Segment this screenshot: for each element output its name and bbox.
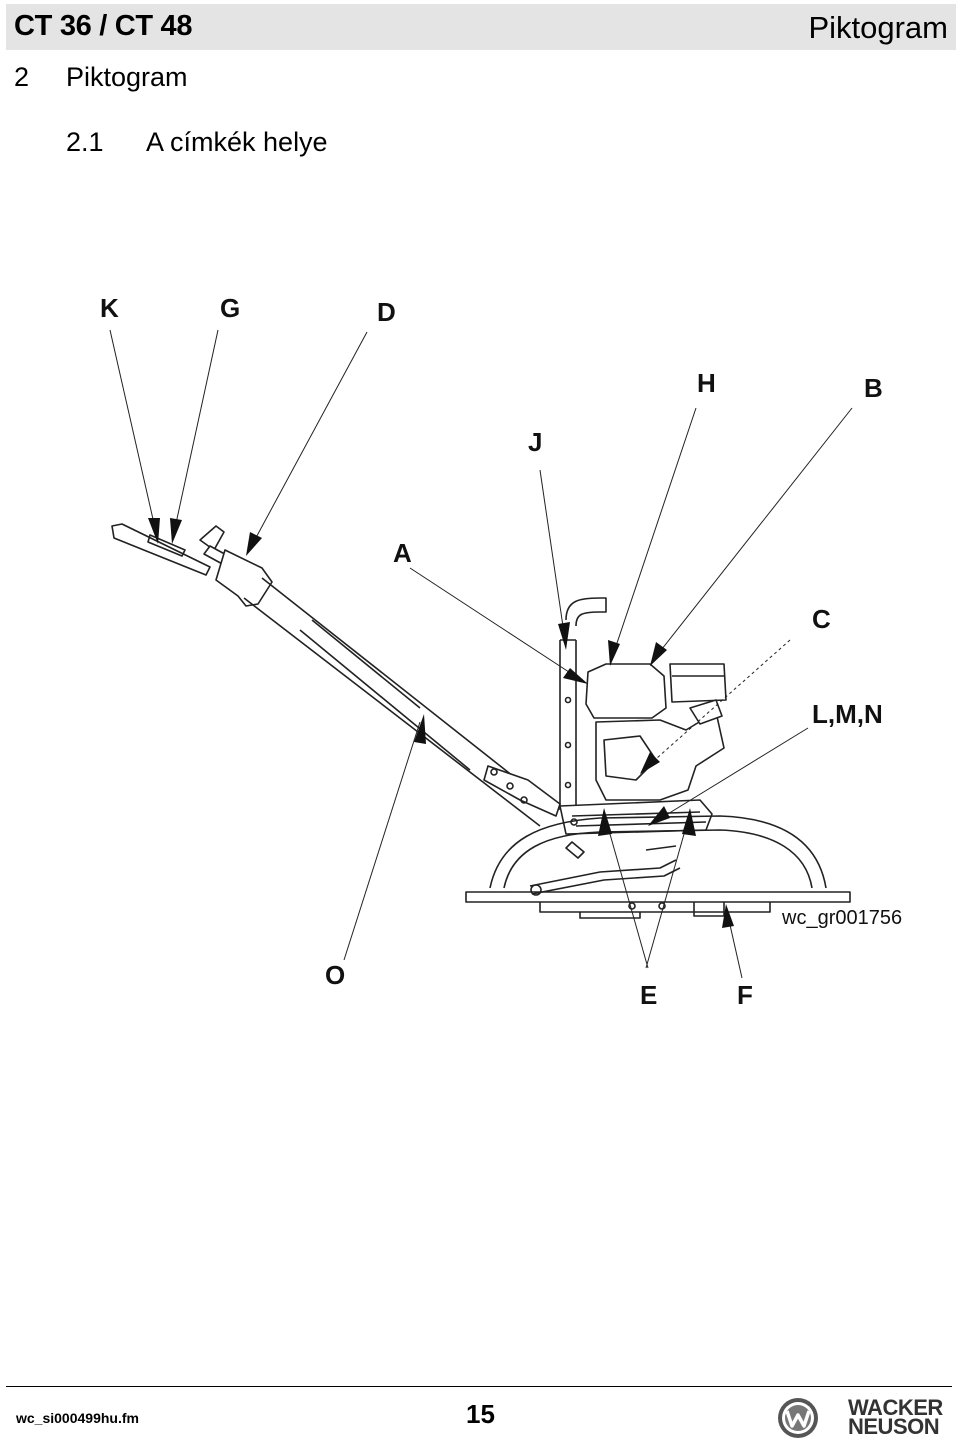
footer-rule [6,1386,952,1387]
header-product: CT 36 / CT 48 [14,10,193,42]
arrowhead-g [170,518,182,544]
label-h: H [697,368,716,398]
label-j: J [528,427,542,457]
arrowhead-k [148,518,160,544]
callout-labels: K G D H B J A C L,M,N O E F wc_gr001756 [100,293,902,1010]
machine-drawing [111,523,851,919]
arrowhead-d [246,532,262,556]
figure-id: wc_gr001756 [781,907,902,929]
arrowhead-a [563,668,588,684]
heading-2-number: 2.1 [66,127,104,157]
label-lmn: L,M,N [812,699,883,729]
arrowhead-f [722,904,734,928]
label-b: B [864,373,883,403]
arrowhead-lmn [648,806,670,826]
leader-lines [109,329,853,979]
label-k: K [100,293,119,323]
label-g: G [220,293,240,323]
brand-logo-text: WACKER NEUSON [848,1395,943,1439]
label-c: C [812,604,831,634]
page-number: 15 [466,1399,495,1429]
brand-line-2: NEUSON [848,1414,940,1439]
label-o: O [325,960,345,990]
footer-filename: wc_si000499hu.fm [16,1410,139,1426]
heading-1-number: 2 [14,62,30,92]
heading-level-1: 2 Piktogram [14,62,188,93]
brand-line-1: WACKER [848,1395,943,1420]
arrowhead-h [608,640,620,666]
arrowhead-c [640,752,660,774]
wacker-neuson-w-emblem-icon [778,1398,818,1438]
label-d: D [377,297,396,327]
label-a: A [393,538,412,568]
arrowhead-j [558,622,570,650]
page-header: CT 36 / CT 48 Piktogram [6,4,956,50]
arrowhead-b [650,642,667,666]
arrowhead-e1 [598,808,612,836]
arrowhead-o [414,714,426,744]
heading-level-2: 2.1 A címkék helye [66,127,328,158]
arrowhead-e2 [682,808,696,836]
leader-arrowheads [148,518,734,928]
heading-2-title: A címkék helye [146,127,328,157]
label-e: E [640,980,657,1010]
label-f: F [737,980,753,1010]
header-section: Piktogram [808,10,948,45]
heading-1-title: Piktogram [66,62,188,92]
